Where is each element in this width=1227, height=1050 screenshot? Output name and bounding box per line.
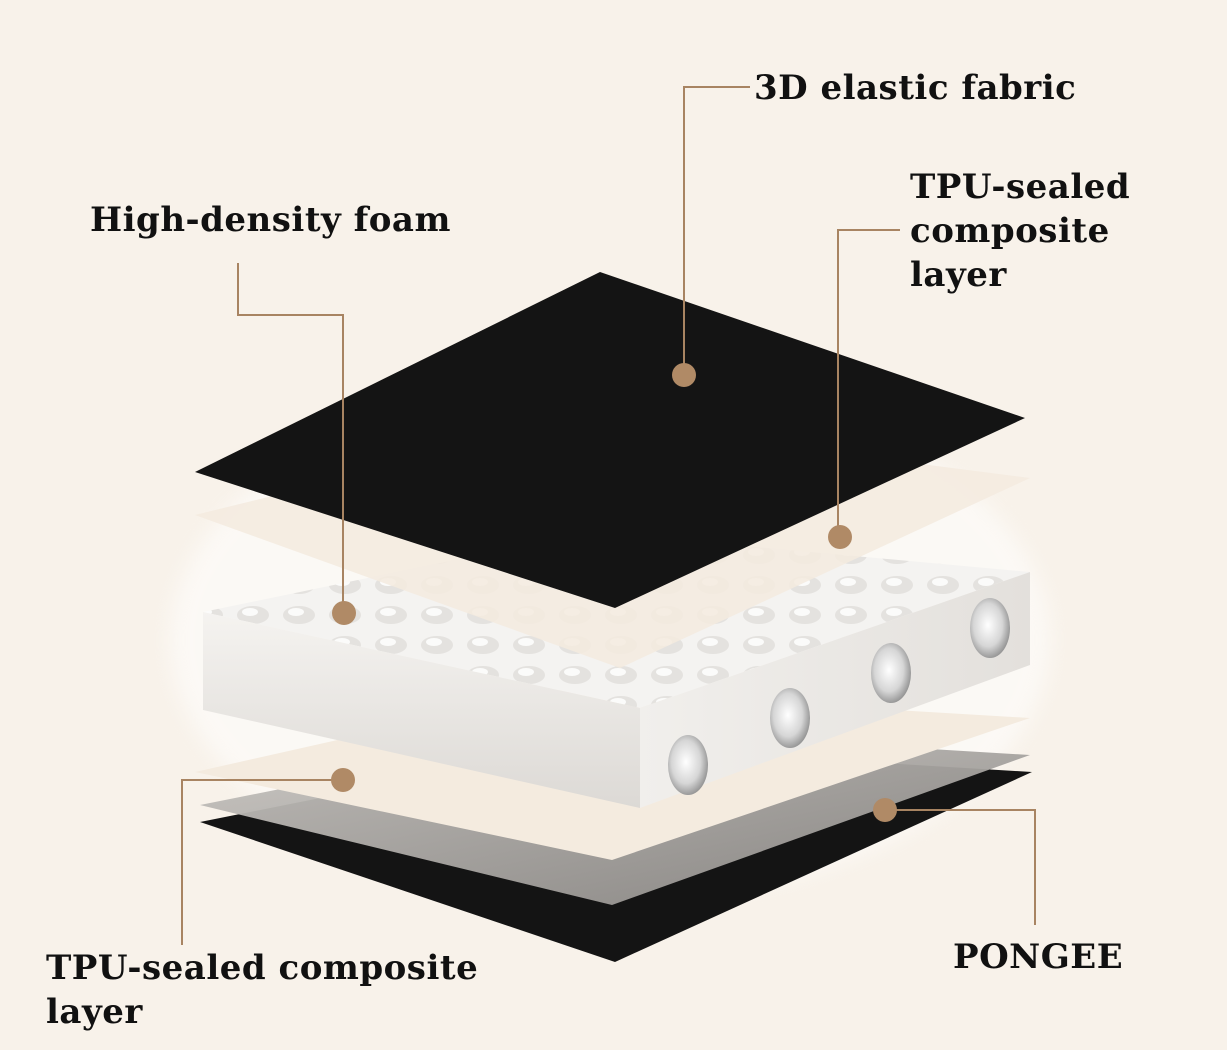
elastic-fabric-layer — [195, 272, 1025, 608]
leader-foam — [237, 263, 344, 613]
label-tpu-bottom: TPU-sealed composite layer — [46, 948, 479, 1032]
foam-side-face — [640, 572, 1030, 808]
air-hole — [871, 643, 911, 703]
leader-pongee — [885, 809, 1036, 925]
markers — [331, 363, 897, 822]
leader-lines — [181, 86, 1036, 945]
foam-front-face — [203, 612, 640, 808]
leader-tpu-bottom — [181, 779, 343, 945]
label-tpu-top: TPU-sealed composite layer — [910, 167, 1131, 295]
label-elastic-fabric: 3D elastic fabric — [754, 68, 1077, 108]
air-hole — [770, 688, 810, 748]
leader-tpu-top — [837, 229, 900, 537]
marker-pongee — [873, 798, 897, 822]
air-hole — [970, 598, 1010, 658]
marker-tpu-top — [828, 525, 852, 549]
leader-elastic-fabric — [683, 86, 750, 375]
marker-tpu-bottom — [331, 768, 355, 792]
marker-elastic-fabric — [672, 363, 696, 387]
marker-foam — [332, 601, 356, 625]
label-pongee: PONGEE — [953, 937, 1124, 977]
air-hole — [668, 735, 708, 795]
label-foam: High-density foam — [90, 200, 451, 240]
